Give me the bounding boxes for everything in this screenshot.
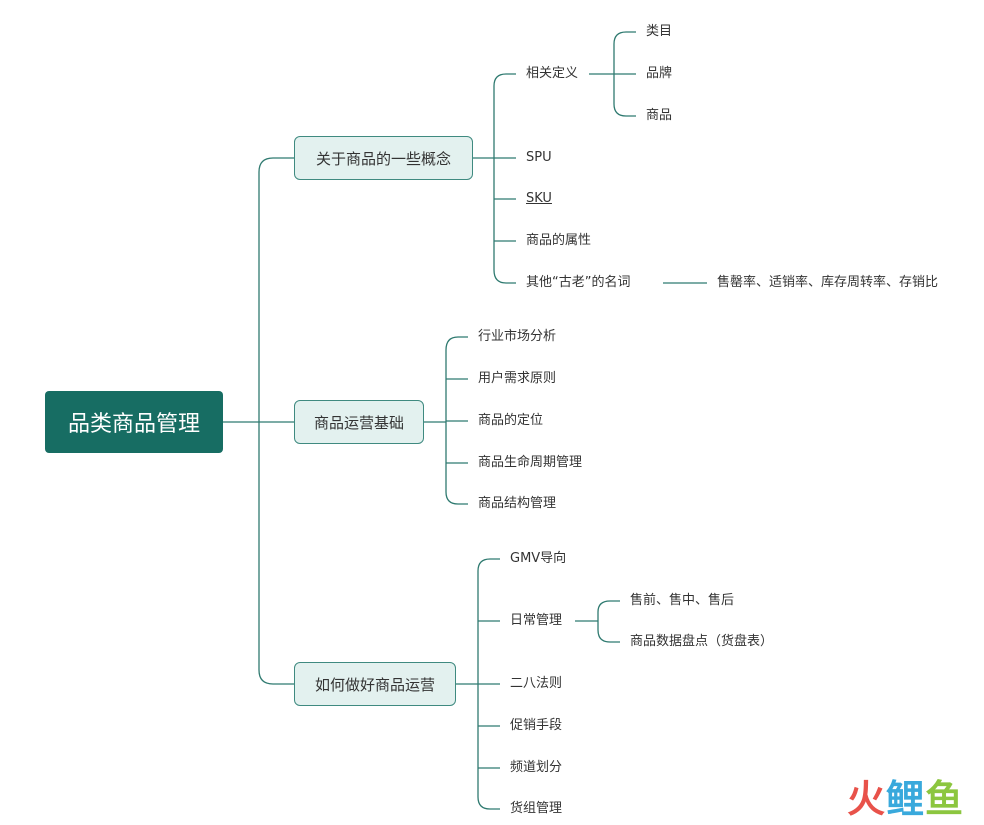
leaf-inventory-metrics[interactable]: 售罄率、适销率、库存周转率、存销比 (717, 275, 939, 290)
leaf-sku-link[interactable]: SKU (526, 191, 552, 206)
leaf-product-lifecycle[interactable]: 商品生命周期管理 (478, 455, 583, 470)
root-node[interactable]: 品类商品管理 (45, 391, 223, 453)
watermark-char-1: 火 (846, 777, 886, 821)
leaf-category[interactable]: 类目 (646, 24, 673, 39)
leaf-user-needs[interactable]: 用户需求原则 (478, 371, 557, 386)
leaf-pareto-rule[interactable]: 二八法则 (510, 676, 563, 691)
watermark-char-3: 鱼 (924, 777, 964, 821)
leaf-product-structure[interactable]: 商品结构管理 (478, 496, 557, 511)
leaf-sales-phases[interactable]: 售前、售中、售后 (630, 593, 735, 608)
watermark-logo: 火鲤鱼 (847, 777, 964, 821)
branch-node-operation-basics[interactable]: 商品运营基础 (294, 400, 424, 444)
leaf-product[interactable]: 商品 (646, 108, 673, 123)
leaf-other-old-terms[interactable]: 其他“古老”的名词 (526, 275, 631, 290)
leaf-inventory-count[interactable]: 商品数据盘点（货盘表） (630, 634, 774, 649)
branch-node-product-concepts[interactable]: 关于商品的一些概念 (294, 136, 473, 180)
leaf-daily-management[interactable]: 日常管理 (510, 613, 563, 628)
leaf-brand[interactable]: 品牌 (646, 66, 673, 81)
watermark-char-2: 鲤 (885, 777, 925, 821)
leaf-spu[interactable]: SPU (526, 150, 552, 165)
leaf-channel-division[interactable]: 频道划分 (510, 760, 563, 775)
leaf-gmv-oriented[interactable]: GMV导向 (510, 551, 567, 566)
leaf-assortment-management[interactable]: 货组管理 (510, 801, 563, 816)
leaf-product-positioning[interactable]: 商品的定位 (478, 413, 544, 428)
branch-node-how-to-operate[interactable]: 如何做好商品运营 (294, 662, 456, 706)
leaf-product-attributes[interactable]: 商品的属性 (526, 233, 592, 248)
leaf-promotion-methods[interactable]: 促销手段 (510, 718, 563, 733)
leaf-market-analysis[interactable]: 行业市场分析 (478, 329, 557, 344)
leaf-related-definitions[interactable]: 相关定义 (526, 66, 579, 81)
